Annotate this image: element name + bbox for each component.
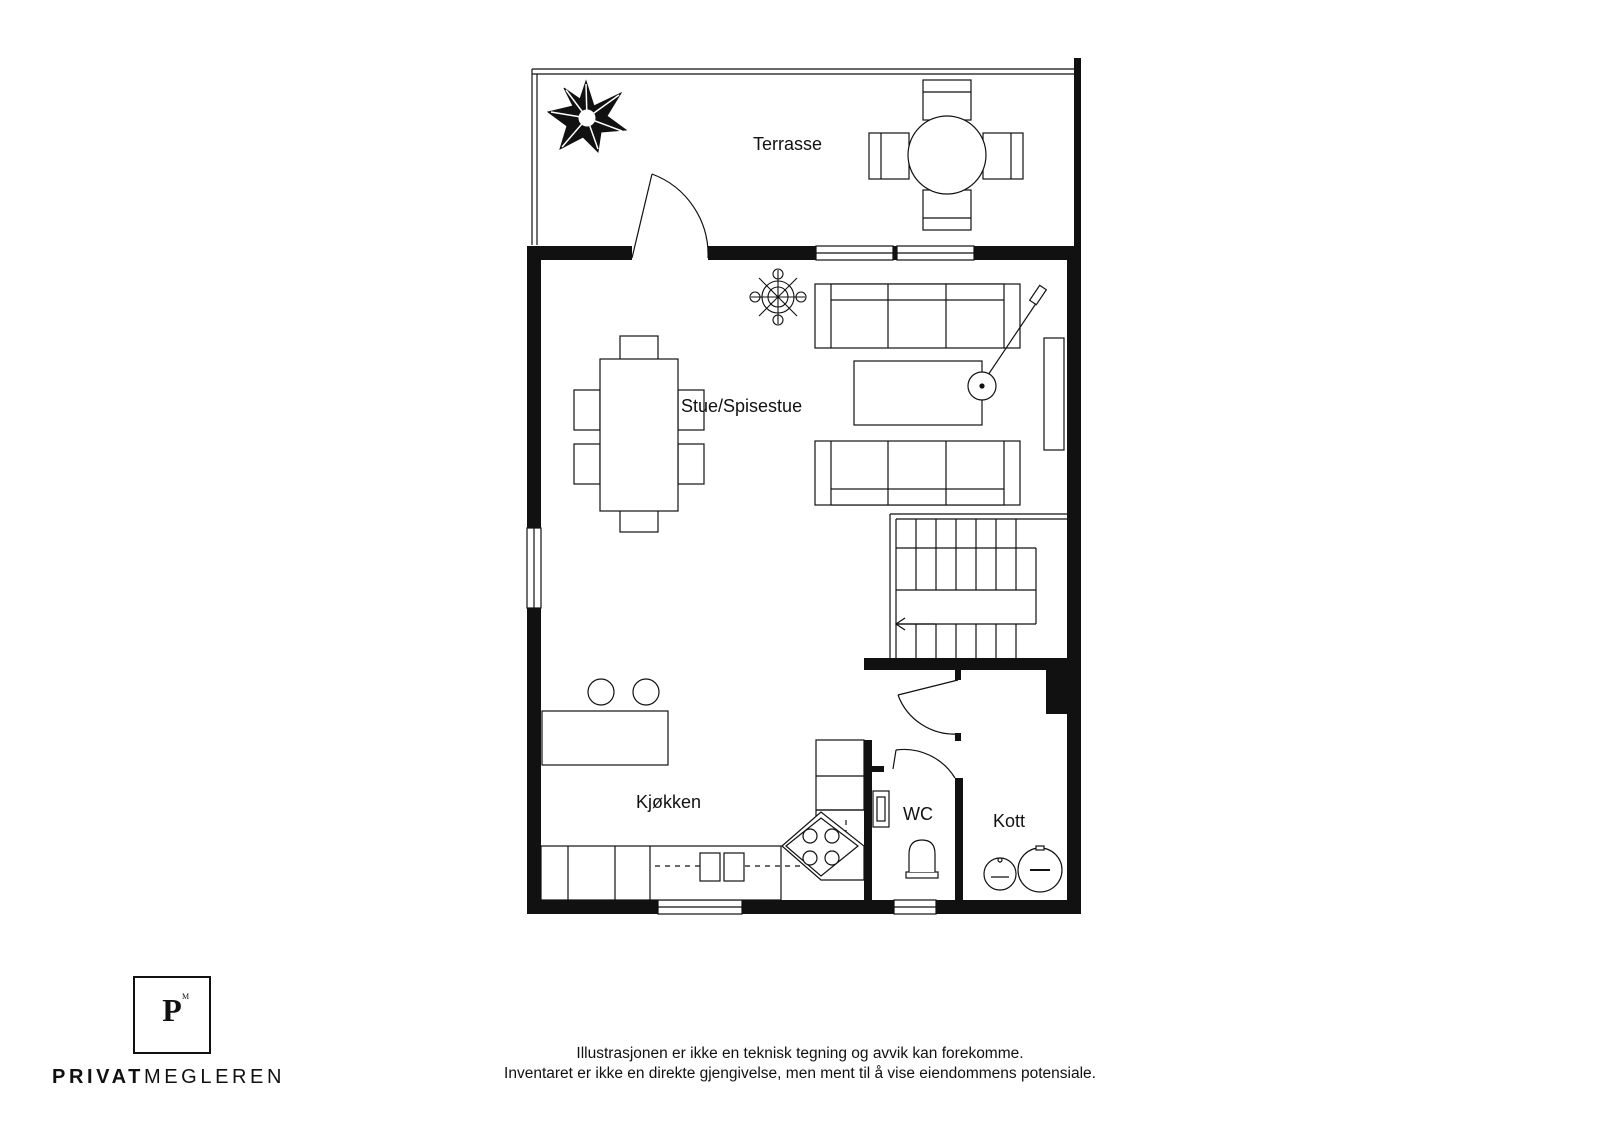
brand-name: PRIVATMEGLEREN <box>52 1066 285 1089</box>
terrace-door <box>631 173 709 259</box>
interior-walls <box>864 658 1081 900</box>
sofa-bottom <box>814 440 1021 506</box>
disclaimer-line-2: Inventaret er ikke en direkte gjengivels… <box>504 1065 1096 1082</box>
room-label-living: Stue/Spisestue <box>681 396 802 416</box>
dining-table <box>573 335 705 533</box>
disclaimer-line-1: Illustrasjonen er ikke en teknisk tegnin… <box>576 1045 1024 1062</box>
wc-door <box>892 748 956 779</box>
logo-letter: P <box>162 992 182 1028</box>
kitchen-island <box>541 710 669 766</box>
room-label-terrace: Terrasse <box>753 134 822 154</box>
terrace-plant <box>546 79 628 154</box>
living-plant <box>749 268 807 326</box>
staircase <box>889 513 1067 658</box>
logo-superscript: M <box>182 992 190 1001</box>
room-label-wc: WC <box>903 804 933 824</box>
bar-stools <box>587 678 660 706</box>
storage-door <box>897 679 959 735</box>
brand-bold: PRIVAT <box>52 1066 144 1088</box>
kitchen-counter <box>540 739 865 901</box>
windows <box>526 245 975 915</box>
room-label-kitchen: Kjøkken <box>636 792 701 812</box>
stove <box>781 811 865 881</box>
disclaimer: Illustrasjonen er ikke en teknisk tegnin… <box>400 1044 1200 1084</box>
coffee-table <box>853 360 983 426</box>
terrace-table <box>868 79 1024 231</box>
storage-tanks <box>983 845 1063 893</box>
wc-fixtures <box>872 790 939 879</box>
logo-mark: P M <box>133 976 211 1054</box>
tv-bench <box>1043 337 1065 451</box>
room-label-storage: Kott <box>993 811 1025 831</box>
brand-regular: MEGLEREN <box>143 1066 286 1088</box>
sofa-top <box>814 283 1021 349</box>
floor-lamp <box>967 284 1048 401</box>
terrace-railing <box>531 58 1081 247</box>
exterior-walls <box>527 246 1081 914</box>
